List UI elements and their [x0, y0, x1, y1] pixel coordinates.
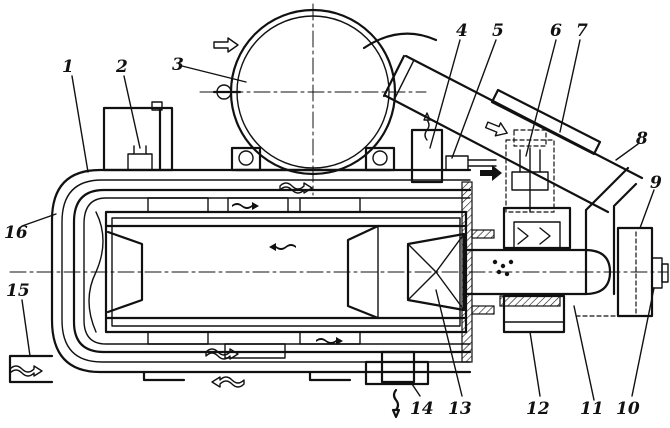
label-1: 1 [62, 57, 74, 77]
mount-brackets [142, 370, 352, 382]
label-8: 8 [635, 129, 648, 149]
label-14: 14 [410, 399, 434, 419]
part-labels: 1 2 3 4 5 6 7 8 9 10 11 12 13 14 15 16 [4, 21, 662, 419]
label-15: 15 [6, 281, 30, 301]
leader-lines [21, 39, 655, 401]
front-flange [461, 181, 495, 363]
heat-exchanger-fins [147, 197, 361, 359]
label-3: 3 [172, 55, 184, 75]
burner-nozzle [406, 232, 466, 312]
label-6: 6 [550, 21, 562, 41]
inclined-duct [362, 32, 644, 214]
flow-arrows [9, 37, 508, 419]
label-5: 5 [492, 21, 504, 41]
exhaust-outlet [364, 128, 497, 386]
label-2: 2 [115, 57, 128, 77]
blower-drum [212, 8, 397, 176]
label-13: 13 [448, 399, 472, 419]
outer-air-housing [50, 168, 472, 374]
label-12: 12 [526, 399, 550, 419]
fuel-air-pipe [462, 248, 612, 296]
inlet-pipe [8, 354, 54, 384]
label-16: 16 [4, 223, 28, 243]
right-duct [575, 166, 669, 318]
combustion-chamber [104, 210, 468, 334]
label-9: 9 [650, 173, 662, 193]
control-box [102, 101, 174, 172]
label-10: 10 [616, 399, 640, 419]
label-11: 11 [580, 399, 604, 419]
label-7: 7 [576, 21, 588, 41]
label-4: 4 [456, 21, 468, 41]
